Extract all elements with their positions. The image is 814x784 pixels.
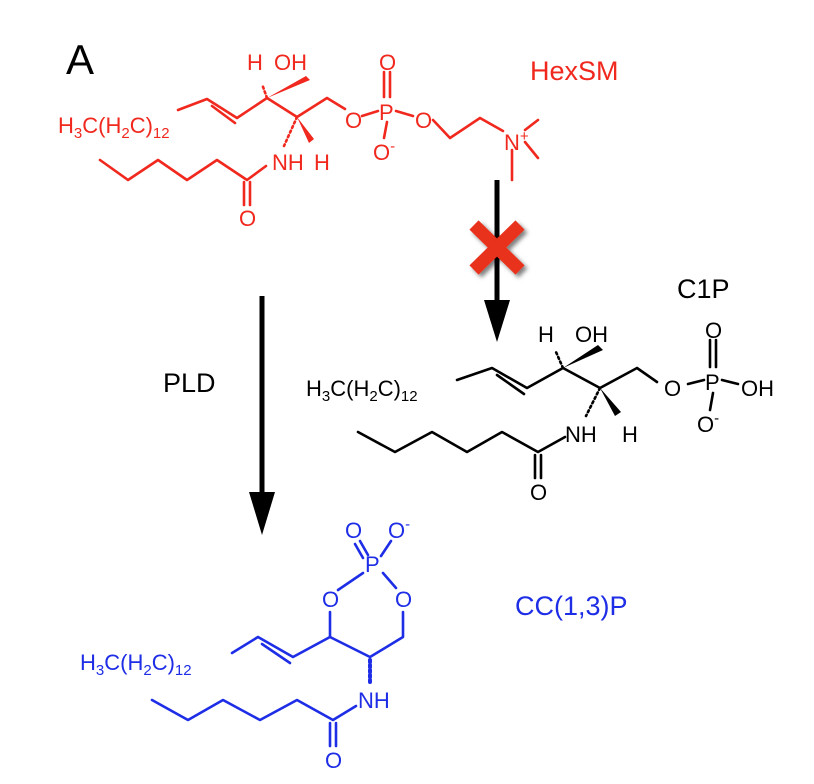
- c1p-name-label: C1P: [677, 274, 730, 304]
- atom-h: H: [314, 150, 330, 175]
- hexsm-chain-label: H3C(H2C)12: [58, 113, 170, 142]
- atom-o: O: [345, 518, 362, 543]
- atom-h: H: [538, 322, 554, 347]
- cc13p-chain-label: H3C(H2C)12: [80, 650, 192, 679]
- atom-o-minus: O-: [697, 410, 719, 437]
- atom-oh: OH: [274, 50, 307, 75]
- c1p-wedge-bond: [600, 388, 621, 416]
- atom-p: P: [379, 100, 394, 125]
- atom-nh: NH: [272, 150, 304, 175]
- hexsm-molecule: H3C(H2C)12 H OH NH H O O P O O- O N+ Hex…: [58, 50, 619, 231]
- blocked-x-icon: [469, 220, 525, 275]
- atom-o-minus: O-: [373, 138, 395, 165]
- atom-n-plus: N+: [504, 128, 529, 155]
- atom-o: O: [379, 50, 396, 75]
- pld-arrow: [249, 296, 275, 535]
- cc13p-bonds: [150, 539, 405, 748]
- atom-o: O: [345, 108, 362, 133]
- atom-h: H: [247, 50, 263, 75]
- c1p-bonds: [356, 338, 740, 480]
- atom-oh: OH: [741, 376, 774, 401]
- hexsm-bonds: [98, 70, 540, 207]
- panel-label: A: [66, 36, 94, 83]
- atom-o: O: [530, 480, 547, 505]
- atom-nh: NH: [358, 688, 390, 713]
- atom-o: O: [705, 318, 722, 343]
- atom-o: O: [415, 108, 432, 133]
- hexsm-wedge-bond: [297, 117, 314, 143]
- atom-oh: OH: [575, 322, 608, 347]
- atom-o: O: [239, 206, 256, 231]
- atom-o: O: [322, 587, 339, 612]
- c1p-molecule: H3C(H2C)12 H OH NH H O O P O O- OH: [306, 318, 774, 505]
- atom-h: H: [622, 422, 638, 447]
- cc13p-molecule: H3C(H2C)12 NH O O O P O O- CC(1,3)P: [80, 516, 628, 773]
- atom-o: O: [664, 376, 681, 401]
- atom-o: O: [395, 587, 412, 612]
- c1p-chain-label: H3C(H2C)12: [306, 376, 418, 405]
- pld-label: PLD: [163, 368, 216, 398]
- c1p-wedge-bond: [563, 345, 603, 368]
- atom-o: O: [325, 748, 342, 773]
- hexsm-wedge-bond: [267, 76, 310, 98]
- cc13p-name-label: CC(1,3)P: [515, 591, 628, 621]
- atom-o-minus: O-: [388, 516, 410, 543]
- atom-nh: NH: [565, 422, 597, 447]
- atom-p: P: [705, 370, 720, 395]
- atom-p: P: [365, 552, 380, 577]
- hexsm-name-label: HexSM: [530, 56, 619, 86]
